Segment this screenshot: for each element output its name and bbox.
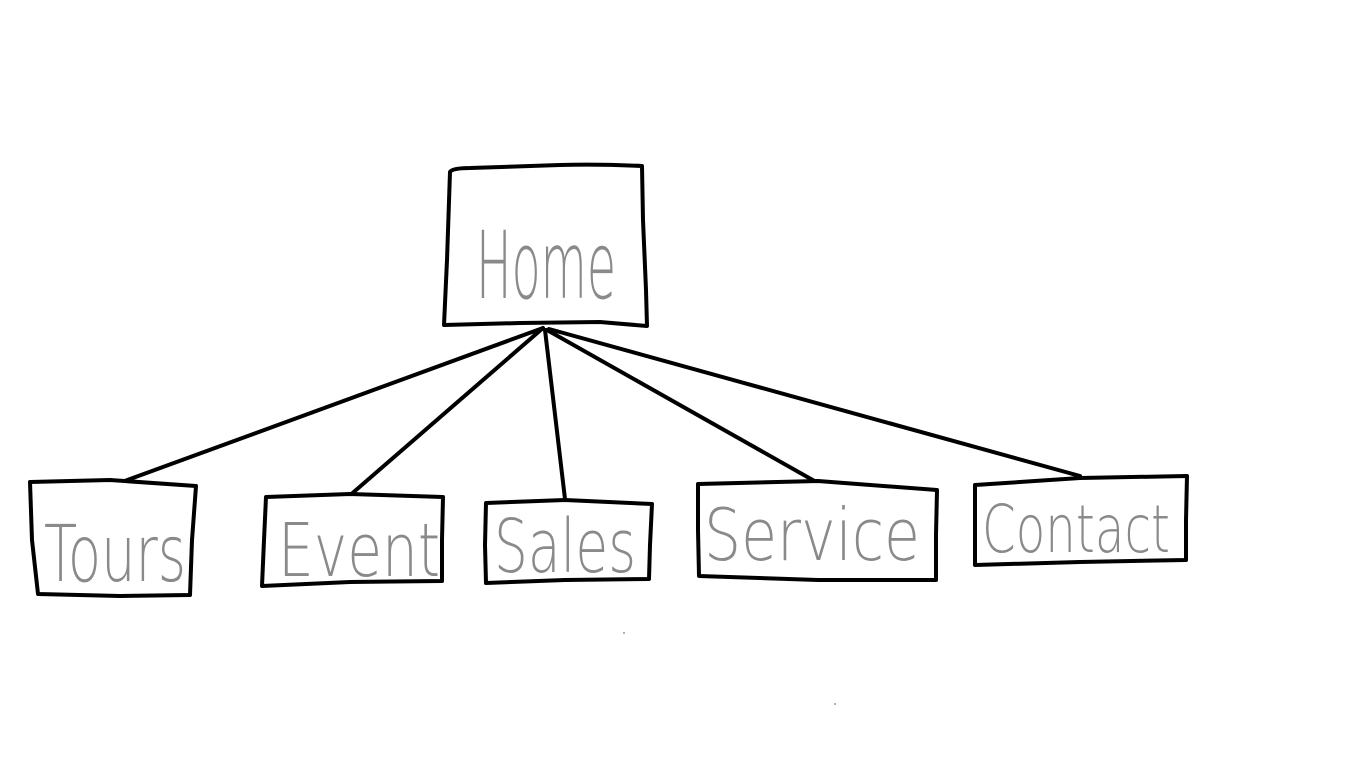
node-contact[interactable]: Contact [973, 474, 1189, 568]
node-service-box [696, 479, 939, 582]
edge-home-contact [547, 327, 1082, 478]
node-service-label: Service [704, 493, 920, 577]
node-event-box [260, 492, 445, 588]
edges [120, 326, 1082, 501]
edge-home-event [346, 326, 545, 499]
node-event[interactable]: Event [260, 492, 445, 594]
edge-home-sales [543, 328, 567, 501]
node-sales[interactable]: Sales [483, 498, 654, 590]
edge-home-tours [120, 326, 545, 484]
speck-mark [623, 632, 625, 634]
speck-mark [834, 703, 836, 705]
node-contact-box [973, 474, 1189, 567]
node-tours-label: Tours [44, 510, 186, 600]
node-home[interactable]: Home [442, 162, 649, 328]
node-contact-label: Contact [982, 491, 1170, 568]
node-tours[interactable]: Tours [28, 478, 198, 600]
node-home-label: Home [476, 212, 616, 321]
node-sales-box [483, 498, 654, 585]
node-home-box [442, 162, 649, 328]
node-event-label: Event [278, 508, 440, 594]
edge-home-service [545, 328, 820, 485]
node-service[interactable]: Service [696, 479, 939, 582]
node-tours-box [28, 478, 198, 598]
node-sales-label: Sales [494, 504, 636, 590]
